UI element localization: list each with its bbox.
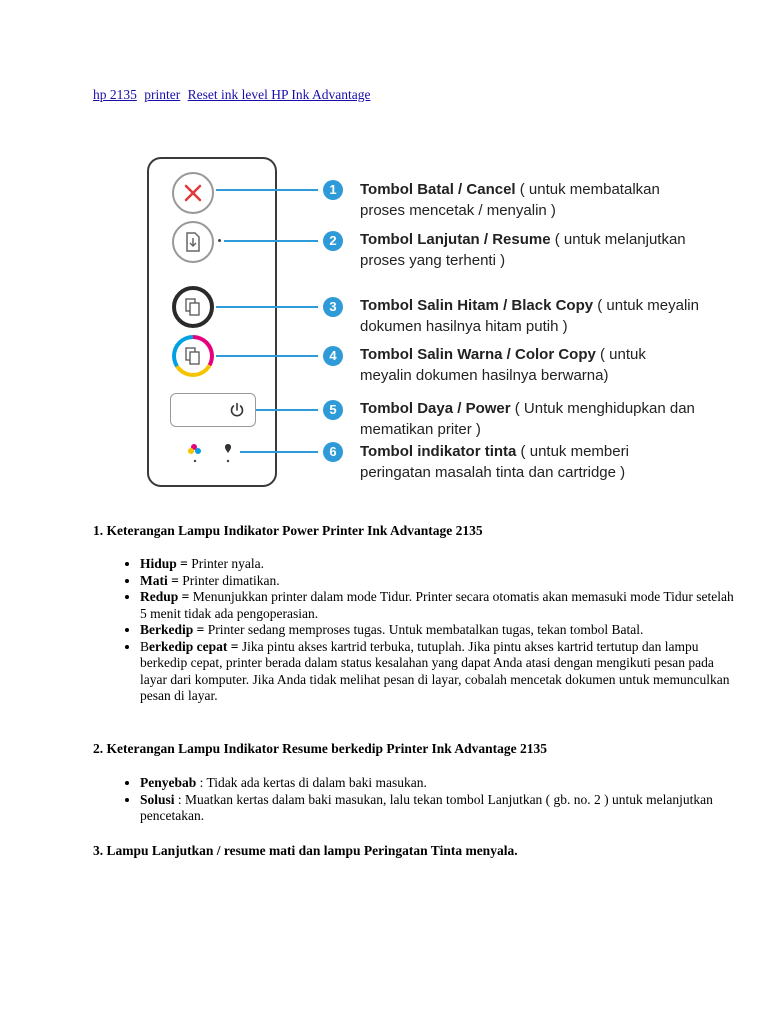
list-item: Hidup = Printer nyala. (140, 556, 740, 573)
link-bar: hp 2135 printer Reset ink level HP Ink A… (93, 87, 374, 103)
color-copy-icon (172, 335, 214, 377)
ink-indicator-icon (188, 444, 232, 463)
resume-icon (172, 221, 214, 263)
callout-desc-4: Tombol Salin Warna / Color Copy ( untuk … (360, 346, 646, 384)
link-reset-ink[interactable]: Reset ink level HP Ink Advantage (187, 87, 371, 102)
callout-number-1: 1 (323, 180, 343, 200)
callout-number-3: 3 (323, 297, 343, 317)
black-copy-icon (172, 286, 214, 328)
list-item: Mati = Printer dimatikan. (140, 573, 740, 590)
callout-desc-2: Tombol Lanjutan / Resume ( untuk melanju… (360, 231, 686, 269)
callout-desc-6: Tombol indikator tinta ( untuk memberi p… (360, 443, 629, 481)
printer-control-panel (147, 157, 277, 487)
list-item: Redup = Menunjukkan printer dalam mode T… (140, 589, 740, 622)
section-3-heading: 3. Lampu Lanjutkan / resume mati dan lam… (93, 843, 518, 858)
callout-desc-3: Tombol Salin Hitam / Black Copy ( untuk … (360, 297, 699, 335)
link-printer[interactable]: printer (144, 87, 181, 102)
section-1-list: Hidup = Printer nyala. Mati = Printer di… (93, 556, 740, 705)
callout-number-6: 6 (323, 442, 343, 462)
link-hp-2135[interactable]: hp 2135 (93, 87, 137, 102)
list-item: Berkedip cepat = Jika pintu akses kartri… (140, 639, 740, 705)
section-2-list: Penyebab : Tidak ada kertas di dalam bak… (93, 775, 740, 825)
callout-number-5: 5 (323, 400, 343, 420)
section-1-heading: 1. Keterangan Lampu Indikator Power Prin… (93, 523, 483, 538)
section-2-heading: 2. Keterangan Lampu Indikator Resume ber… (93, 741, 548, 756)
callout-number-2: 2 (323, 231, 343, 251)
callout-number-4: 4 (323, 346, 343, 366)
list-item: Berkedip = Printer sedang memproses tuga… (140, 622, 740, 639)
callout-desc-5: Tombol Daya / Power ( Untuk menghidupkan… (360, 400, 695, 438)
list-item: Penyebab : Tidak ada kertas di dalam bak… (140, 775, 740, 792)
list-item: Solusi : Muatkan kertas dalam baki masuk… (140, 792, 740, 825)
callout-desc-1: Tombol Batal / Cancel ( untuk membatalka… (360, 181, 660, 219)
power-icon (230, 402, 244, 417)
cancel-icon (172, 172, 214, 214)
power-button (170, 393, 256, 427)
